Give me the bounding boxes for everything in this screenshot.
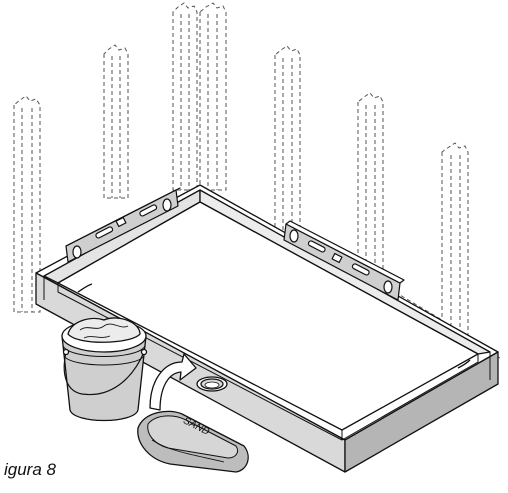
pan-right-face xyxy=(344,351,499,473)
bucket-handle xyxy=(63,351,145,396)
wall-stud-4 xyxy=(199,2,227,191)
wall-stud-2 xyxy=(103,44,129,199)
wall-stud-6 xyxy=(357,92,384,286)
pan-drain xyxy=(196,376,228,392)
sand-bag: SAND xyxy=(137,410,249,473)
wall-stud-1 xyxy=(13,95,41,313)
figure-caption: igura 8 xyxy=(4,460,56,479)
level-left xyxy=(65,187,181,263)
level-right xyxy=(283,220,405,301)
wall-stud-5 xyxy=(274,45,301,239)
wall-stud-3 xyxy=(172,2,198,191)
bucket-mortar xyxy=(67,317,141,343)
mortar-bucket xyxy=(61,317,148,422)
wall-studs xyxy=(13,2,501,359)
pour-arrow xyxy=(149,353,197,411)
wall-stud-7 xyxy=(441,142,469,341)
